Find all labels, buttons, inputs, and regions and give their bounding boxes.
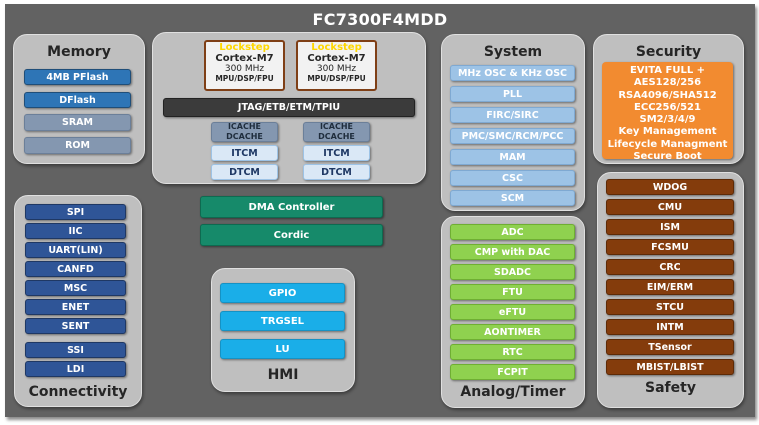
connectivity-title: Connectivity [28,384,128,400]
core-0-lockstep: Lockstep [219,42,270,53]
safety-item-eim: EIM/ERM [606,279,734,295]
chip-title: FC7300F4MDD [312,10,448,29]
hmi-title: HMI [267,367,299,383]
analog-item-ftu: FTU [450,284,575,300]
core-1-name: Cortex-M7 [307,53,366,64]
hmi-item-gpio: GPIO [220,283,345,303]
itcm-0: ITCM [211,145,278,161]
connectivity-item-enet: ENET [25,299,126,315]
safety-item-wdog: WDOG [606,179,734,195]
cache-0-icache: ICACHE [227,122,262,131]
security-line-boot: Secure Boot [633,151,702,163]
system-item-pll: PLL [450,86,575,102]
system-item-csc: CSC [450,170,575,186]
security-panel: Security EVITA FULL + AES128/256 RSA4096… [593,34,744,164]
hmi-item-trgsel: TRGSEL [220,311,345,331]
security-line-key: Key Management [618,126,717,138]
debug-bus: JTAG/ETB/ETM/TPIU [163,98,415,117]
safety-title: Safety [645,380,696,396]
connectivity-item-msc: MSC [25,280,126,296]
safety-item-fcsmu: FCSMU [606,239,734,255]
core-1-freq: 300 MHz [316,64,357,74]
analog-item-adc: ADC [450,224,575,240]
memory-panel: Memory 4MB PFlash DFlash SRAM ROM [13,34,145,164]
safety-item-tsensor: TSensor [606,339,734,355]
core-1-features: MPU/DSP/FPU [307,74,366,83]
safety-item-stcu: STCU [606,299,734,315]
cache-1-dcache: DCACHE [318,132,355,141]
safety-item-cmu: CMU [606,199,734,215]
analog-item-sdadc: SDADC [450,264,575,280]
cordic: Cordic [200,224,383,246]
security-line-evita: EVITA FULL + [629,65,706,76]
system-item-pmc: PMC/SMC/RCM/PCC [450,128,575,144]
cache-1: ICACHE DCACHE [303,122,370,142]
core-0: Lockstep Cortex-M7 300 MHz MPU/DSP/FPU [204,40,285,91]
analog-item-rtc: RTC [450,344,575,360]
soc-block-diagram: FC7300F4MDD Memory 4MB PFlash DFlash SRA… [5,4,755,417]
connectivity-item-ldi: LDI [25,361,126,377]
safety-item-intm: INTM [606,319,734,335]
analog-title: Analog/Timer [460,384,566,400]
cache-1-icache: ICACHE [319,122,354,131]
core-0-features: MPU/DSP/FPU [215,74,274,83]
memory-item-rom: ROM [24,137,131,154]
core-0-freq: 300 MHz [224,64,265,74]
cpu-panel: Lockstep Cortex-M7 300 MHz MPU/DSP/FPU L… [152,32,426,184]
security-line-rsa: RSA4096/SHA512 [618,89,717,101]
memory-title: Memory [47,44,111,60]
dtcm-0: DTCM [211,164,278,180]
connectivity-item-sent: SENT [25,318,126,334]
connectivity-item-uart: UART(LIN) [25,242,126,258]
system-panel: System MHz OSC & KHz OSC PLL FIRC/SIRC P… [441,34,585,211]
security-line-aes: AES128/256 [633,77,702,89]
connectivity-item-canfd: CANFD [25,261,126,277]
core-0-name: Cortex-M7 [215,53,274,64]
connectivity-item-iic: IIC [25,223,126,239]
security-title: Security [635,44,702,60]
cache-0-dcache: DCACHE [226,132,263,141]
safety-item-crc: CRC [606,259,734,275]
core-1-lockstep: Lockstep [311,42,362,53]
dma-controller: DMA Controller [200,196,383,218]
system-item-firc: FIRC/SIRC [450,107,575,123]
hmi-panel: GPIO TRGSEL LU HMI [211,268,355,392]
system-title: System [483,44,543,60]
itcm-1: ITCM [303,145,370,161]
cache-0: ICACHE DCACHE [211,122,278,142]
hmi-item-lu: LU [220,339,345,359]
security-features: EVITA FULL + AES128/256 RSA4096/SHA512 E… [602,62,733,162]
memory-item-sram: SRAM [24,114,131,131]
system-item-osc: MHz OSC & KHz OSC [450,65,575,81]
analog-item-aontimer: AONTIMER [450,324,575,340]
analog-item-fcpit: FCPIT [450,364,575,380]
security-line-sm: SM2/3/4/9 [639,114,696,126]
memory-item-dflash: DFlash [24,92,131,108]
safety-item-ism: ISM [606,219,734,235]
security-line-ecc: ECC256/521 [634,101,701,113]
safety-panel: WDOG CMU ISM FCSMU CRC EIM/ERM STCU INTM… [597,172,744,408]
analog-item-cmp: CMP with DAC [450,244,575,260]
safety-item-mbist: MBIST/LBIST [606,359,734,375]
security-line-lifecycle: Lifecycle Managment [607,138,728,150]
connectivity-panel: SPI IIC UART(LIN) CANFD MSC ENET SENT SS… [14,195,142,407]
memory-item-pflash: 4MB PFlash [24,69,131,85]
connectivity-item-spi: SPI [25,204,126,220]
core-1: Lockstep Cortex-M7 300 MHz MPU/DSP/FPU [296,40,377,91]
analog-panel: ADC CMP with DAC SDADC FTU eFTU AONTIMER… [441,216,585,408]
analog-item-eftu: eFTU [450,304,575,320]
system-item-scm: SCM [450,190,575,206]
connectivity-item-ssi: SSI [25,342,126,358]
system-item-mam: MAM [450,149,575,165]
dtcm-1: DTCM [303,164,370,180]
